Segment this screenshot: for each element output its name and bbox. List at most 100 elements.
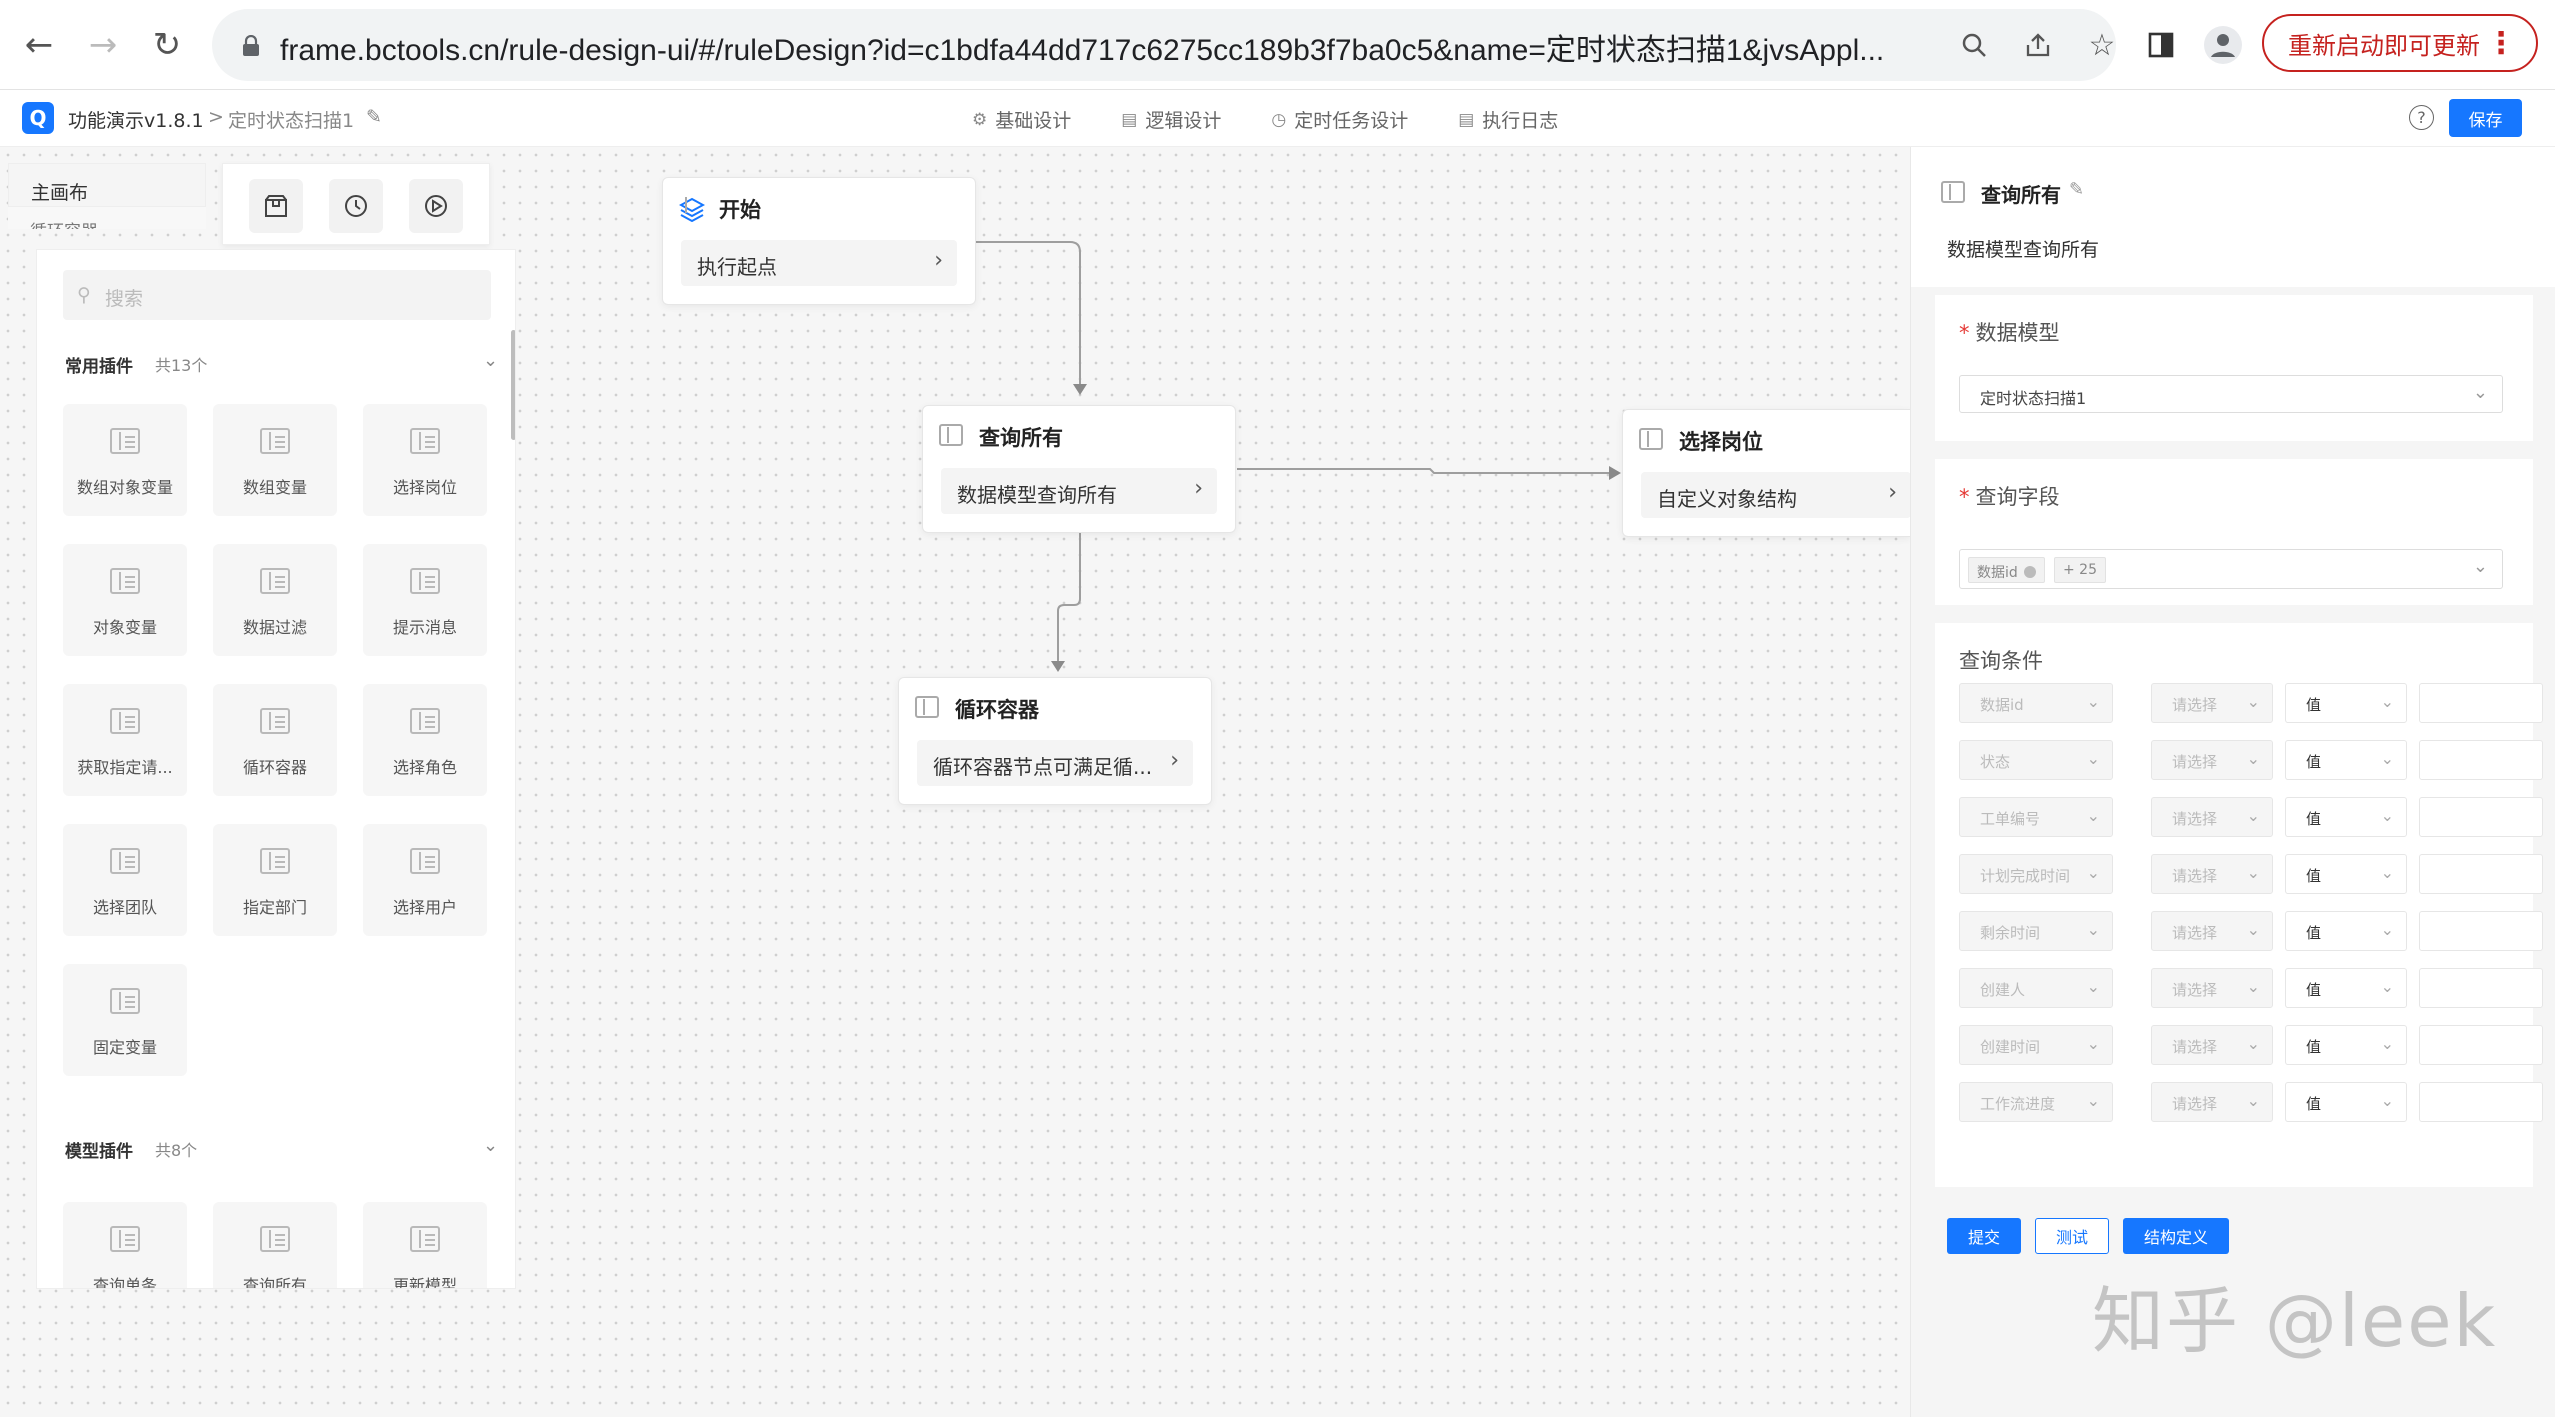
remove-tag-icon[interactable]: [2023, 566, 2036, 578]
condition-value-input[interactable]: [2419, 1082, 2543, 1122]
run-play-icon[interactable]: [409, 179, 463, 233]
edit-name-icon[interactable]: ✎: [366, 106, 382, 128]
condition-field-select[interactable]: 状态⌄: [1959, 740, 2113, 780]
plugin-tile[interactable]: 选择角色: [363, 684, 487, 796]
save-button[interactable]: 保存: [2449, 99, 2522, 137]
plugin-tile[interactable]: 获取指定请...: [63, 684, 187, 796]
tab-scheduled-task[interactable]: ◷定时任务设计: [1271, 109, 1409, 133]
plugin-tile[interactable]: 数据过滤: [213, 544, 337, 656]
flow-node-start[interactable]: 开始 执行起点›: [662, 177, 976, 305]
help-icon[interactable]: ?: [2409, 105, 2434, 130]
plugin-icon: [110, 428, 140, 454]
condition-value-input[interactable]: [2419, 854, 2543, 894]
field-tag[interactable]: 数据id: [1968, 557, 2045, 583]
address-bar[interactable]: frame.bctools.cn/rule-design-ui/#/ruleDe…: [212, 9, 2116, 81]
condition-field-select[interactable]: 计划完成时间⌄: [1959, 854, 2113, 894]
condition-value-type-select[interactable]: 值⌄: [2285, 740, 2407, 780]
plugin-tile[interactable]: 更新模型: [363, 1202, 487, 1288]
share-icon[interactable]: [2016, 23, 2060, 67]
bookmark-star-icon[interactable]: ☆: [2088, 27, 2116, 63]
flow-node-select-post[interactable]: 选择岗位 自定义对象结构›: [1622, 409, 1911, 537]
back-icon[interactable]: ←: [24, 25, 54, 65]
edit-title-icon[interactable]: ✎: [2069, 179, 2085, 200]
sidepanel-icon[interactable]: [2134, 18, 2188, 72]
condition-operator-select[interactable]: 请选择⌄: [2151, 1025, 2273, 1065]
condition-operator-select[interactable]: 请选择⌄: [2151, 911, 2273, 951]
chevron-down-icon: ⌄: [2472, 382, 2488, 403]
chevron-down-icon: ⌄: [2380, 1034, 2394, 1053]
chevron-down-icon: ⌄: [2246, 806, 2260, 825]
plugin-tile[interactable]: 数组对象变量: [63, 404, 187, 516]
condition-field-select[interactable]: 创建时间⌄: [1959, 1025, 2113, 1065]
profile-icon[interactable]: [2196, 18, 2250, 72]
tab-basic-design[interactable]: ⚙基础设计: [972, 109, 1072, 133]
plugin-tile[interactable]: 选择团队: [63, 824, 187, 936]
plugin-tile[interactable]: 查询所有: [213, 1202, 337, 1288]
condition-field-select[interactable]: 数据id⌄: [1959, 683, 2113, 723]
properties-panel: 查询所有 ✎ 数据模型查询所有 *数据模型 定时状态扫描1 ⌄ *查询字段 数据…: [1910, 147, 2555, 1417]
condition-value-type-select[interactable]: 值⌄: [2285, 968, 2407, 1008]
plugin-icon: [260, 708, 290, 734]
app-name[interactable]: 功能演示v1.8.1: [68, 110, 204, 132]
condition-value-type-select[interactable]: 值⌄: [2285, 1025, 2407, 1065]
forward-icon[interactable]: →: [88, 25, 118, 65]
layers-icon: [678, 196, 706, 223]
tab-logic-design[interactable]: ▤逻辑设计: [1121, 109, 1222, 133]
condition-value-type-select[interactable]: 值⌄: [2285, 911, 2407, 951]
condition-field-select[interactable]: 剩余时间⌄: [1959, 911, 2113, 951]
condition-operator-select[interactable]: 请选择⌄: [2151, 968, 2273, 1008]
chevron-down-icon[interactable]: ⌄: [483, 350, 499, 371]
condition-operator-select[interactable]: 请选择⌄: [2151, 1082, 2273, 1122]
node-body[interactable]: 数据模型查询所有›: [941, 468, 1217, 514]
structure-definition-button[interactable]: 结构定义: [2123, 1218, 2229, 1254]
test-button[interactable]: 测试: [2035, 1218, 2109, 1254]
restart-update-button[interactable]: 重新启动即可更新 ⋮: [2262, 14, 2538, 72]
condition-value-type-select[interactable]: 值⌄: [2285, 797, 2407, 837]
reload-icon[interactable]: ↻: [152, 25, 182, 65]
condition-value-input[interactable]: [2419, 683, 2543, 723]
chevron-down-icon[interactable]: ⌄: [483, 1135, 499, 1156]
condition-field-select[interactable]: 工单编号⌄: [1959, 797, 2113, 837]
condition-value-input[interactable]: [2419, 1025, 2543, 1065]
flow-node-loop[interactable]: 循环容器 循环容器节点可满足循...›: [898, 677, 1212, 805]
tab-execution-log[interactable]: ▤执行日志: [1458, 109, 1559, 133]
history-clock-icon[interactable]: [329, 179, 383, 233]
data-model-select[interactable]: 定时状态扫描1 ⌄: [1959, 375, 2503, 413]
plugin-tile[interactable]: 查询单条: [63, 1202, 187, 1288]
condition-value-input[interactable]: [2419, 740, 2543, 780]
condition-operator-select[interactable]: 请选择⌄: [2151, 740, 2273, 780]
plugin-tile[interactable]: 选择用户: [363, 824, 487, 936]
condition-field-select[interactable]: 创建人⌄: [1959, 968, 2113, 1008]
condition-value-type-select[interactable]: 值⌄: [2285, 854, 2407, 894]
plugin-tile[interactable]: 指定部门: [213, 824, 337, 936]
node-body[interactable]: 执行起点›: [681, 240, 957, 286]
plugin-tile[interactable]: 固定变量: [63, 964, 187, 1076]
condition-operator-select[interactable]: 请选择⌄: [2151, 683, 2273, 723]
query-fields-select[interactable]: 数据id + 25 ⌄: [1959, 549, 2503, 589]
plugin-tile[interactable]: 选择岗位: [363, 404, 487, 516]
condition-value-type-select[interactable]: 值⌄: [2285, 1082, 2407, 1122]
condition-value-input[interactable]: [2419, 797, 2543, 837]
condition-value-input[interactable]: [2419, 911, 2543, 951]
palette-scrollbar[interactable]: [511, 330, 515, 440]
plugin-search-input[interactable]: ⚲ 搜索: [63, 270, 491, 320]
condition-value-type-select[interactable]: 值⌄: [2285, 683, 2407, 723]
canvas-tab-loop[interactable]: 循环容器: [8, 207, 206, 229]
canvas-tab-main[interactable]: 主画布: [8, 163, 206, 207]
flow-node-query-all[interactable]: 查询所有 数据模型查询所有›: [922, 405, 1236, 533]
condition-value-input[interactable]: [2419, 968, 2543, 1008]
submit-button[interactable]: 提交: [1947, 1218, 2021, 1254]
node-body[interactable]: 循环容器节点可满足循...›: [917, 740, 1193, 786]
condition-operator-select[interactable]: 请选择⌄: [2151, 797, 2273, 837]
condition-operator-select[interactable]: 请选择⌄: [2151, 854, 2273, 894]
plugin-tile[interactable]: 数组变量: [213, 404, 337, 516]
condition-row: 计划完成时间⌄ 请选择⌄ 值⌄: [1935, 854, 2543, 894]
plugin-tile[interactable]: 提示消息: [363, 544, 487, 656]
node-body[interactable]: 自定义对象结构›: [1641, 472, 1911, 518]
plugin-tile[interactable]: 对象变量: [63, 544, 187, 656]
plugin-tile[interactable]: 循环容器: [213, 684, 337, 796]
plugin-box-icon[interactable]: [249, 179, 303, 233]
zoom-icon[interactable]: [1952, 23, 1996, 67]
design-canvas[interactable]: 主画布 循环容器 ⚲ 搜索 常用插件 共13个 ⌄ 数组对象变量 数组变量 选择…: [0, 147, 1911, 1417]
condition-field-select[interactable]: 工作流进度⌄: [1959, 1082, 2113, 1122]
